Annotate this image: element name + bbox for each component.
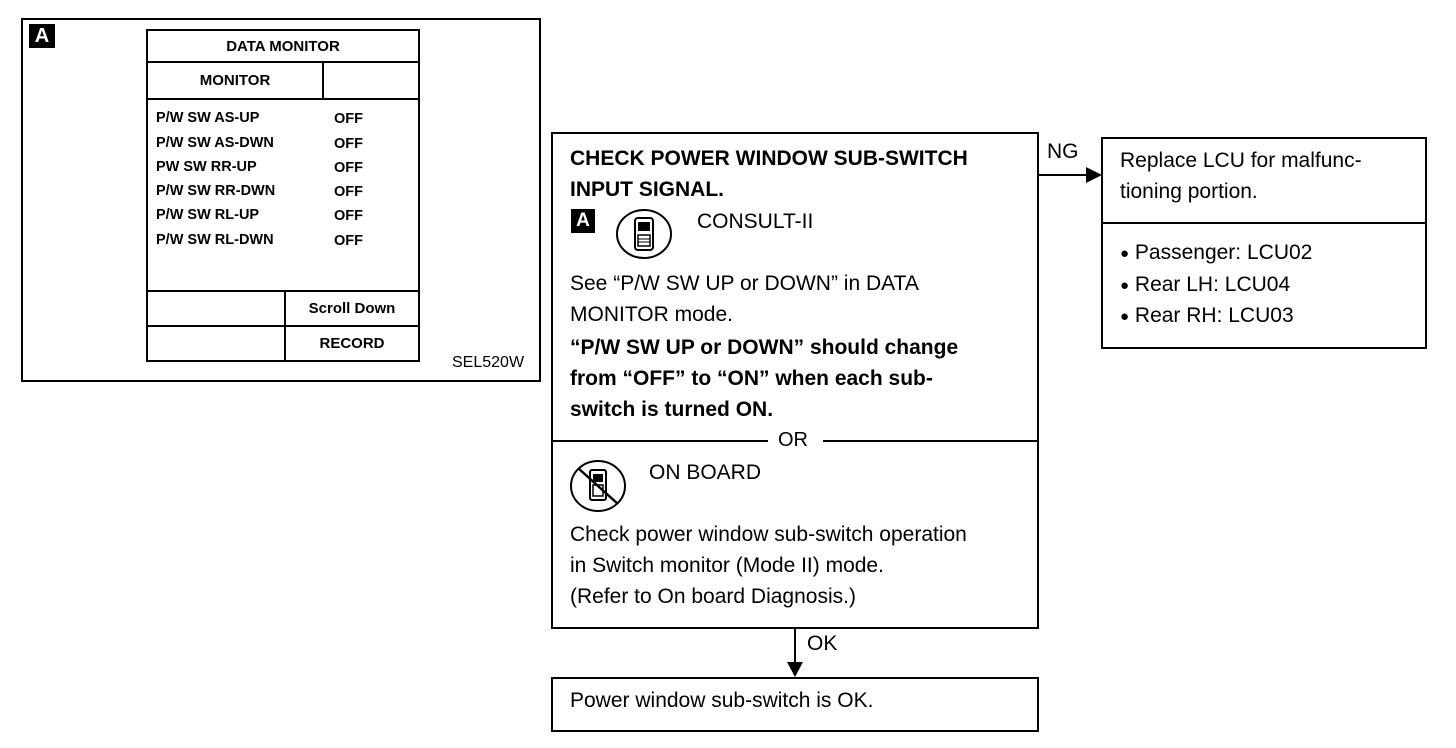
condition-line2: from “OFF” to “ON” when each sub- <box>570 367 933 390</box>
onboard-line1: Check power window sub-switch operation <box>570 523 967 546</box>
check-title-line2: INPUT SIGNAL. <box>570 178 725 201</box>
condition-line1: “P/W SW UP or DOWN” should change <box>570 336 959 359</box>
bullet-icon: ● <box>1120 307 1130 325</box>
monitor-header: MONITOR <box>199 72 271 89</box>
bullet-icon: ● <box>1120 244 1130 262</box>
or-separator-right <box>823 440 1039 442</box>
monitor-row-label: P/W SW AS-UP <box>156 110 260 126</box>
ng-label: NG <box>1047 140 1079 163</box>
ng-arrowhead-icon <box>1086 167 1102 183</box>
record-button[interactable]: RECORD <box>319 335 385 352</box>
or-separator-left <box>551 440 768 442</box>
ng-arrow-line <box>1039 174 1091 176</box>
replace-lcu-box <box>1101 137 1427 349</box>
condition-line3: switch is turned ON. <box>570 398 774 421</box>
monitor-divider <box>146 98 420 100</box>
result-ok-box <box>551 677 1039 732</box>
replace-line2: tioning portion. <box>1120 180 1258 203</box>
monitor-divider <box>146 325 420 327</box>
consult-ii-tester-icon <box>616 209 672 259</box>
monitor-row-label: P/W SW RL-UP <box>156 207 260 223</box>
see-line2: MONITOR mode. <box>570 303 733 326</box>
consult-badge-a: A <box>571 209 595 233</box>
monitor-row-label: P/W SW RR-DWN <box>156 183 276 199</box>
list-item: ● Rear RH: LCU03 <box>1120 300 1294 332</box>
result-text: Power window sub-switch is OK. <box>570 689 874 712</box>
list-item: ● Passenger: LCU02 <box>1120 237 1312 269</box>
check-step-box <box>551 132 1039 629</box>
no-tester-icon <box>570 460 626 512</box>
figure-badge-a: A <box>29 24 55 48</box>
monitor-row-label: P/W SW RL-DWN <box>156 232 274 248</box>
onboard-label: ON BOARD <box>649 461 762 484</box>
monitor-row-label: PW SW RR-UP <box>156 159 257 175</box>
monitor-divider <box>146 290 420 292</box>
monitor-row-value: OFF <box>334 136 363 152</box>
replace-divider <box>1101 222 1427 224</box>
monitor-row-value: OFF <box>334 233 363 249</box>
figure-id: SEL520W <box>452 354 525 371</box>
monitor-divider <box>322 61 324 100</box>
lcu-item-text: Passenger: LCU02 <box>1134 241 1313 264</box>
replace-line1: Replace LCU for malfunc- <box>1120 149 1362 172</box>
ok-arrow-line <box>794 629 796 664</box>
lcu-item-text: Rear LH: LCU04 <box>1134 273 1291 296</box>
scroll-down-button[interactable]: Scroll Down <box>308 300 396 317</box>
ok-label: OK <box>807 632 838 655</box>
monitor-row-value: OFF <box>334 184 363 200</box>
monitor-divider <box>146 61 420 63</box>
monitor-row-value: OFF <box>334 208 363 224</box>
consult-ii-label: CONSULT-II <box>697 210 814 233</box>
onboard-line2: in Switch monitor (Mode II) mode. <box>570 554 884 577</box>
bullet-icon: ● <box>1120 276 1130 294</box>
check-title-line1: CHECK POWER WINDOW SUB-SWITCH <box>570 147 968 170</box>
ok-arrowhead-icon <box>787 662 803 677</box>
or-label: OR <box>778 429 808 451</box>
data-monitor-screen <box>146 29 420 362</box>
monitor-row-value: OFF <box>334 160 363 176</box>
lcu-item-text: Rear RH: LCU03 <box>1134 304 1294 327</box>
list-item: ● Rear LH: LCU04 <box>1120 269 1290 301</box>
data-monitor-title: DATA MONITOR <box>226 37 340 55</box>
see-line1: See “P/W SW UP or DOWN” in DATA <box>570 272 919 295</box>
monitor-row-value: OFF <box>334 111 363 127</box>
monitor-row-label: P/W SW AS-DWN <box>156 135 274 151</box>
onboard-line3: (Refer to On board Diagnosis.) <box>570 585 856 608</box>
